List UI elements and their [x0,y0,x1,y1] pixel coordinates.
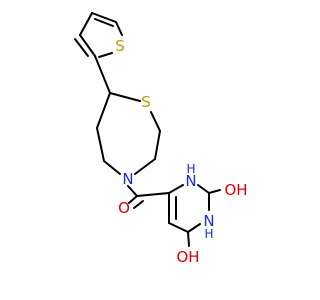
bond-c4-oh [187,231,190,247]
bond-thiazepane-s-c2 [150,111,161,132]
bond-thiazepane-c2-c3 [154,130,161,160]
bond-carbonyl-c-o-double [133,200,144,209]
carbonyl-oxygen-label: O [118,199,130,217]
bond-thiophene-c4-c5 [91,12,117,23]
atom-labels: S S N O N H N H OH OH [115,37,247,266]
right-oh-label: OH [224,181,247,199]
background [0,0,300,300]
bottom-oh-label: OH [176,248,199,266]
bond-thiazepane-c6-c7 [96,92,111,129]
bond-thiazepane-c5-c6 [96,127,105,162]
upper-nh-hydrogen-label: H [186,162,195,176]
bond-carbonyl-c-pyrimidine [136,192,170,197]
thiophene-sulfur-label: S [115,37,125,55]
bond-thiophene-s-c2 [98,52,113,58]
bond-pyrimidine-n3-c4 [187,223,201,233]
bond-thiazepane-c3-n [134,158,156,175]
bond-pyrimidine-n1-c2 [197,184,210,194]
bond-pyrimidine-c6-n1 [168,184,184,194]
bond-thiazepane-c7-s [109,92,141,102]
amide-linker [127,185,170,209]
bond-thiazepane-n-c5 [103,160,121,175]
bond-thiophene-c2-c3-double [74,38,89,57]
thiazepane-sulfur-label: S [141,93,151,111]
thiazepane-ring [96,92,161,175]
thiazepane-nitrogen-label: N [122,170,133,188]
thiophene-ring [74,12,123,94]
lower-nh-hydrogen-label: H [204,227,213,241]
bond-thiophene-c4-c5-double [94,18,114,27]
upper-nh-nitrogen-label: N [185,172,196,190]
bond-pyrimidine-c4-c5 [168,222,189,233]
lower-nh-nitrogen-label: N [203,212,214,230]
bond-c2-oh [208,189,221,194]
bond-thiophene-c5-s [115,21,123,36]
pyrimidine-ring [168,184,221,247]
molecule-structure-diagram: S S N O N H N H OH OH [0,0,300,300]
bond-n-carbonyl-c [127,185,138,197]
bond-thiophene-c3-c4 [79,12,93,36]
bond-thiophene-to-thiazepane [94,55,111,94]
bond-thiophene-c2-c3 [79,34,96,57]
bond-carbonyl-c-o [128,195,138,204]
